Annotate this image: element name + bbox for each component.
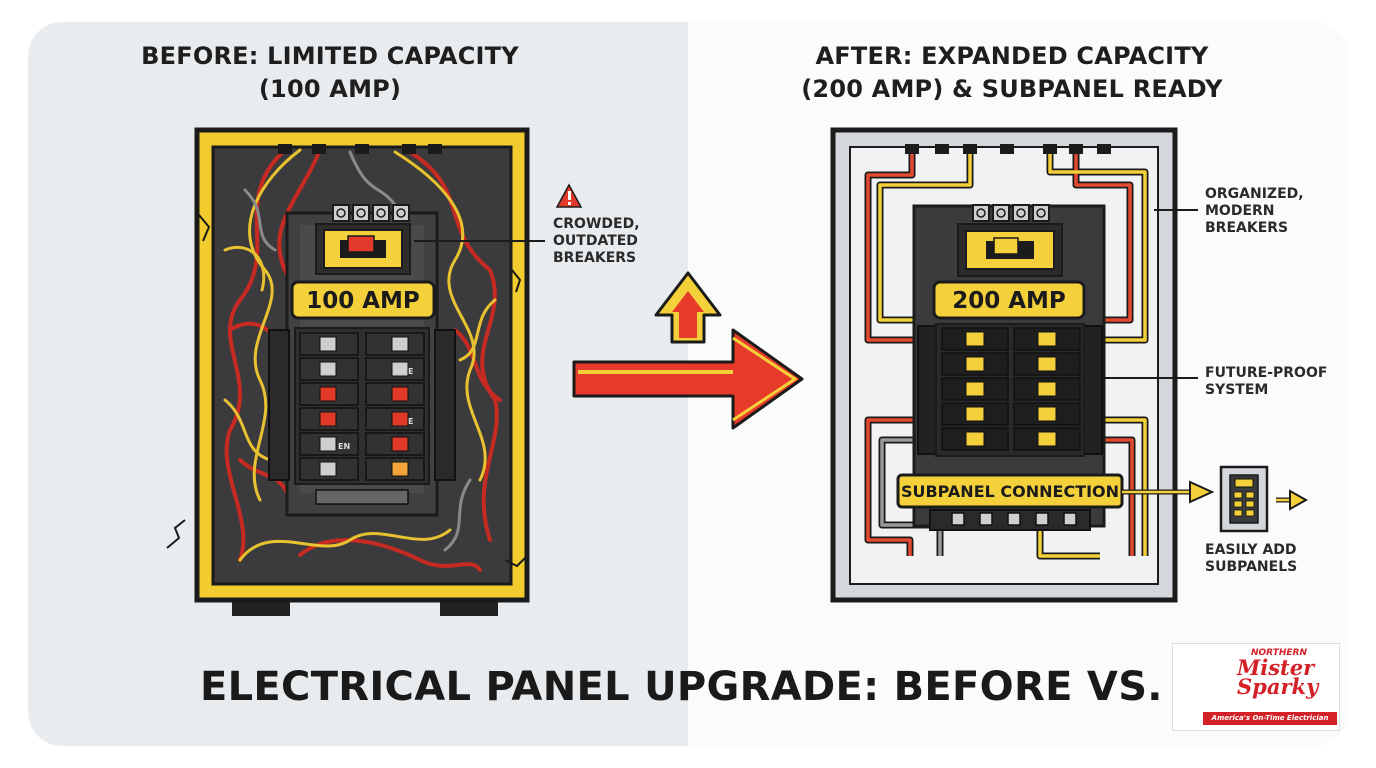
- subpanels-callout-line1: EASILY ADD: [1205, 542, 1297, 558]
- logo-name-line1: Mister: [1237, 655, 1315, 680]
- old-main-terminals: [332, 204, 410, 222]
- crowded-callout-line1: CROWDED,: [553, 216, 640, 232]
- old-breakers: E E EN: [299, 332, 425, 481]
- main-title: ELECTRICAL PANEL UPGRADE: BEFORE VS. AFT…: [200, 664, 1323, 710]
- subpanel-box-icon: [1219, 465, 1269, 533]
- old-panel-terminals: [278, 144, 442, 154]
- before-amp-badge: [290, 280, 436, 320]
- old-breaker-mark-1: E: [408, 367, 413, 376]
- old-panel-foot-right: [440, 600, 498, 616]
- subpanel-connection-label: SUBPANEL CONNECTION: [901, 482, 1119, 501]
- easily-add-subpanels-callout: EASILY ADD SUBPANELS: [1205, 542, 1297, 576]
- crowded-callout-line2: OUTDATED: [553, 233, 638, 249]
- future-proof-callout: FUTURE-PROOF SYSTEM: [1205, 365, 1327, 399]
- after-amp-badge: [932, 280, 1086, 320]
- logo-tagline: America's On-Time Electrician: [1203, 712, 1337, 725]
- organized-callout-line2: MODERN: [1205, 203, 1275, 219]
- up-arrow-icon: [654, 271, 722, 344]
- after-amp-label: 200 AMP: [952, 288, 1066, 314]
- new-panel: 200 AMP: [830, 127, 1178, 603]
- old-main-breaker: [315, 223, 411, 275]
- logo-northern: NORTHERN: [1251, 648, 1307, 658]
- logo-name-line2: Sparky: [1237, 674, 1319, 699]
- future-callout-line2: SYSTEM: [1205, 382, 1269, 398]
- subpanel-extend-arrow: [1276, 489, 1309, 511]
- old-breaker-mark-2: E: [408, 417, 413, 426]
- organized-breakers-callout: ORGANIZED, MODERN BREAKERS: [1205, 186, 1304, 237]
- organized-callout-line3: BREAKERS: [1205, 220, 1289, 236]
- after-title-line1: AFTER: EXPANDED CAPACITY: [815, 42, 1209, 70]
- after-title: AFTER: EXPANDED CAPACITY (200 AMP) & SUB…: [762, 40, 1262, 106]
- new-main-breaker: [957, 223, 1063, 277]
- before-title-line2: (100 AMP): [258, 75, 402, 103]
- logo-name: Mister Sparky: [1237, 655, 1337, 699]
- new-main-terminals: [972, 204, 1050, 222]
- before-title-line1: BEFORE: LIMITED CAPACITY: [141, 42, 519, 70]
- mister-sparky-logo: NORTHERN Mister Sparky America's On-Time…: [1172, 643, 1340, 731]
- crowded-callout-line3: BREAKERS: [553, 250, 637, 266]
- subpanels-callout-line2: SUBPANELS: [1205, 559, 1298, 575]
- future-callout-line1: FUTURE-PROOF: [1205, 365, 1328, 381]
- new-breakers: [941, 327, 1081, 451]
- old-panel: 100 AMP E E EN: [166, 127, 530, 616]
- new-panel-wires: [864, 152, 1149, 560]
- before-amp-label: 100 AMP: [306, 288, 420, 314]
- subpanel-arrow: [1122, 480, 1215, 504]
- warning-icon: [555, 183, 583, 208]
- upgrade-arrow-icon: [572, 328, 804, 430]
- after-title-line2: (200 AMP) & SUBPANEL READY: [801, 75, 1223, 103]
- before-title: BEFORE: LIMITED CAPACITY (100 AMP): [120, 40, 540, 106]
- organized-callout-line1: ORGANIZED,: [1205, 186, 1304, 202]
- new-panel-terminals: [905, 144, 1111, 154]
- old-breaker-mark-3: EN: [338, 442, 350, 451]
- crowded-breakers-callout: CROWDED, OUTDATED BREAKERS: [553, 216, 640, 267]
- old-panel-foot-left: [232, 600, 290, 616]
